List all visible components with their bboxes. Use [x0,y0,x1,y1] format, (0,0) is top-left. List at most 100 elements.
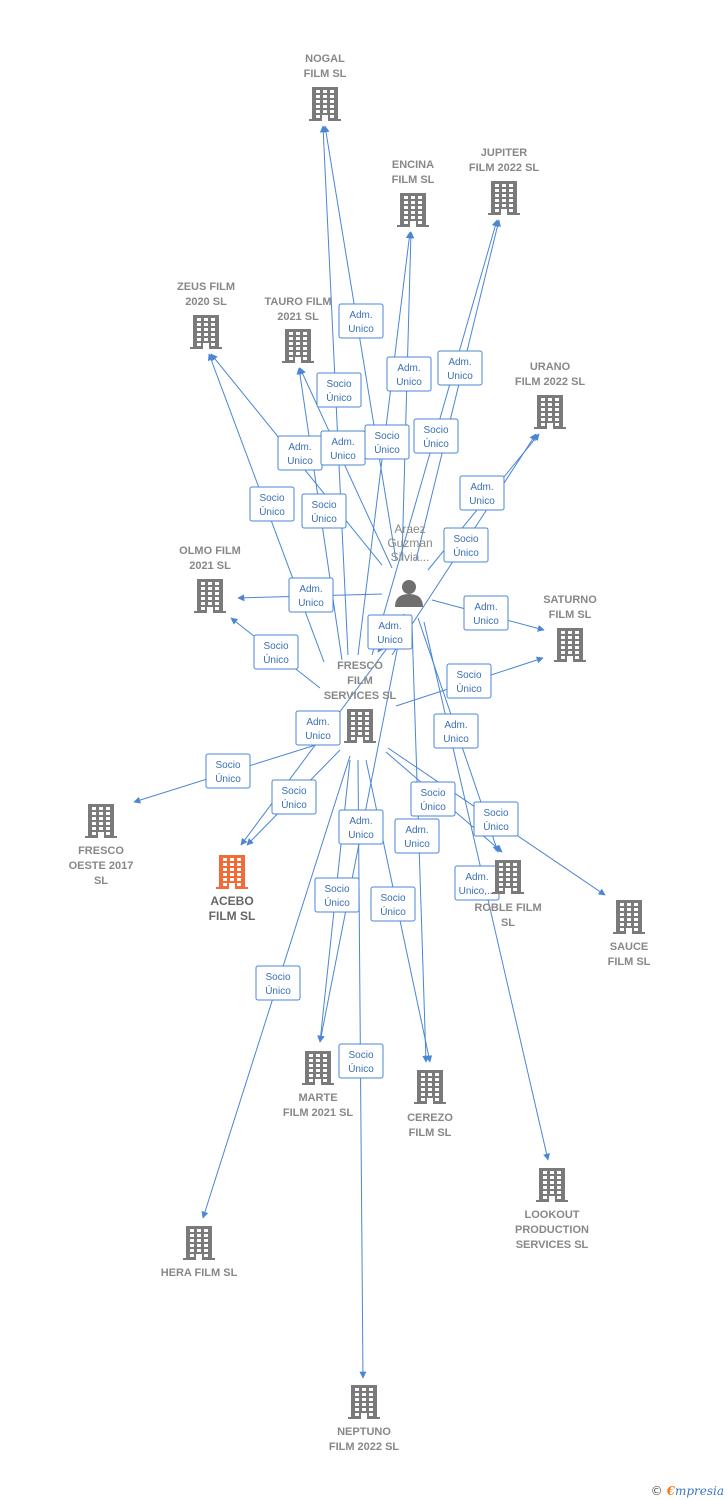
building-window [303,337,307,340]
building-window [557,1171,561,1174]
company-name-line: OESTE 2017 [69,860,134,872]
building-window [620,908,624,911]
edge-label-araez-to-urano[interactable]: Adm.Unico [459,475,505,511]
building-window [620,928,624,931]
building-window [506,868,510,871]
building-window [208,602,212,605]
building-window [330,100,334,103]
edge-label-text: Único [420,800,446,813]
edge-label-text: Unico [330,451,356,462]
company-name-line: FILM 2022 SL [469,162,540,174]
company-name-line: OLMO FILM [179,545,241,557]
building-window [499,888,503,891]
building-window [404,206,408,209]
edge-label-box [394,818,440,854]
building-door [98,832,104,838]
edge-label-text: Unico [377,635,403,646]
building-icon [397,193,429,227]
edge-label-box [437,350,483,386]
building-door [315,1079,321,1085]
edge-label-araez-to-fresco_services[interactable]: Adm.Unico [367,614,413,650]
person-node[interactable]: AraezGuzmanSilvia... [387,522,433,607]
company-name-line: LOOKOUT [525,1209,580,1221]
edge-label-araez-to-cerezo[interactable]: Adm.Unico [394,818,440,854]
edge-label-araez-to-tauro[interactable]: Adm.Unico [320,430,366,466]
edge-label-box [253,634,299,670]
edge-label-araez-to-marte[interactable]: Adm.Unico [338,809,384,845]
building-window [495,184,499,187]
edge-label-araez-to-olmo[interactable]: Adm.Unico [288,577,334,613]
edge-label-araez-to-nogal[interactable]: Adm.Unico [338,303,384,339]
company-name-line: FILM SL [409,1127,452,1139]
edge-label-araez-to-roble[interactable]: Adm.Unico,... [454,865,500,901]
edge-label-araez-to-encina[interactable]: Adm.Unico [386,356,432,392]
building-window [204,328,208,331]
building-window [190,1249,194,1252]
edge-araez-to-encina [401,231,415,561]
company-node-hera[interactable]: HERA FILM SL [161,1226,238,1279]
edge-label-araez-to-zeus[interactable]: Adm.Unico [277,435,323,471]
building-window [211,338,215,341]
edge-label-text: Único [259,505,285,518]
edge-label-text: Socio [324,884,349,895]
building-window [211,328,215,331]
building-window [555,403,559,406]
building-window [215,597,219,600]
empresia-logo[interactable]: ©€mpresia [651,1484,724,1498]
edge-label-text: Adm. [299,584,322,595]
edge-label-araez-to-saturno[interactable]: Adm.Unico [463,595,509,631]
building-window [355,1393,359,1396]
building-window [215,587,219,590]
building-window [309,1079,313,1082]
building-icon [488,181,520,215]
building-window [362,1408,366,1411]
building-window [627,903,631,906]
building-window [362,1398,366,1401]
edge-label-araez-to-jupiter[interactable]: Adm.Unico [437,350,483,386]
building-window [435,1093,439,1096]
building-window [404,211,408,214]
building-icon [85,804,117,838]
edge-label-text: Único [380,905,406,918]
building-window [211,343,215,346]
building-window [204,338,208,341]
edge-label-araez-to-acebo[interactable]: Adm.Unico [295,710,341,746]
building-door [549,1196,555,1202]
edge-label-araez-to-lookout[interactable]: Adm.Unico [433,713,479,749]
building-window [509,204,513,207]
company-name-line: ENCINA [392,159,434,171]
